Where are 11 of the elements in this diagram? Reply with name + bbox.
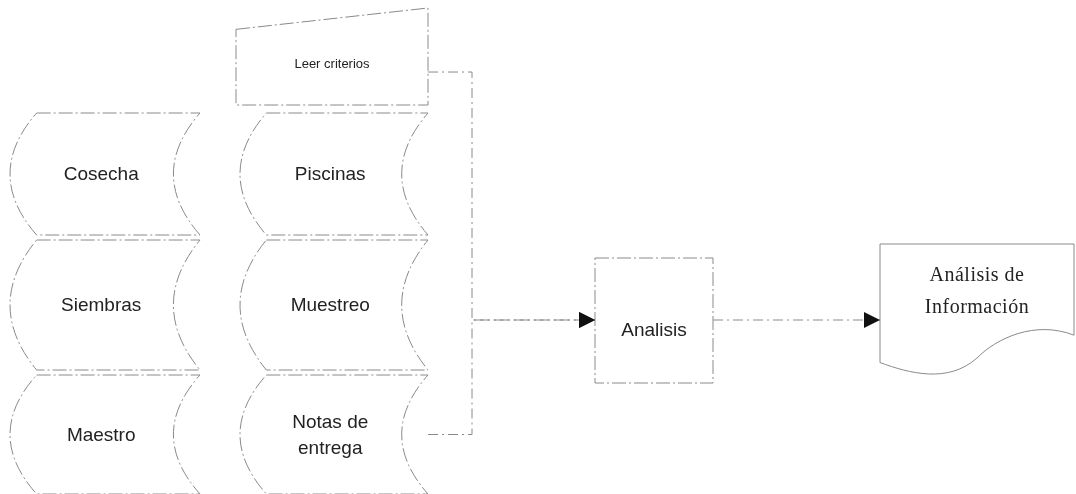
arrow bbox=[427, 312, 596, 435]
node-label: Cosecha bbox=[62, 162, 140, 187]
node-label: Análisis de Información bbox=[923, 262, 1031, 319]
arrow bbox=[712, 312, 881, 328]
node-label: Maestro bbox=[65, 422, 137, 447]
node-label: Siembras bbox=[60, 293, 143, 318]
node-label: Analisis bbox=[621, 317, 687, 342]
node-label: Muestreo bbox=[289, 293, 371, 318]
node-label: Piscinas bbox=[293, 162, 367, 187]
node-label: Leer criterios bbox=[294, 55, 370, 73]
node-label: Notas de entrega bbox=[291, 409, 370, 460]
